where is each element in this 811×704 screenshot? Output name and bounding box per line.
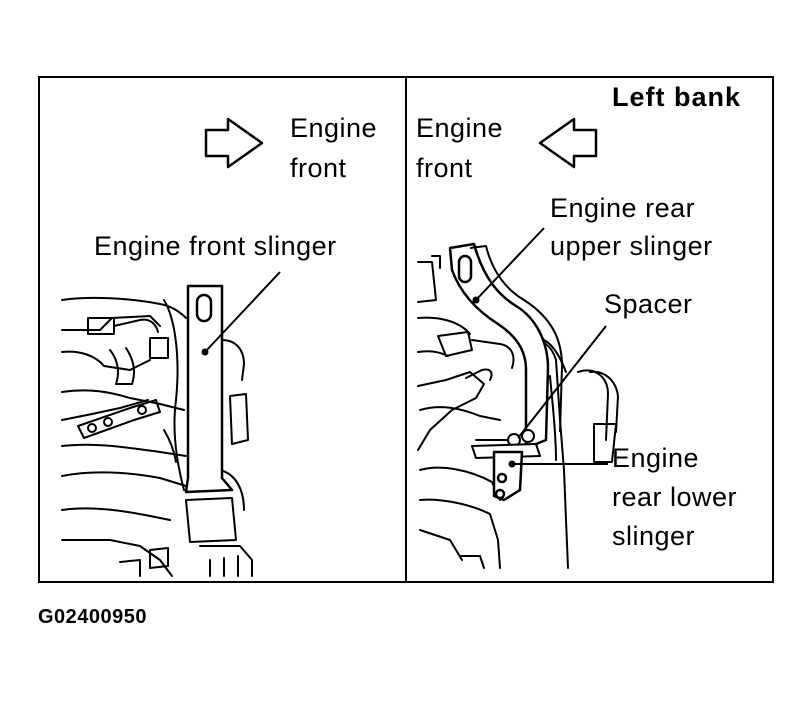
engine-rear-lower-slinger-part [492,450,524,502]
lower-slinger-label-line1: Engine [612,443,700,473]
figure-code: G02400950 [38,606,148,628]
engine-front-slinger-part [184,284,234,494]
slinger-callout-line [204,271,281,353]
panel-title: Left bank [612,82,742,112]
lower-slinger-label-line3: slinger [612,521,696,551]
right-direction-line1: Engine [416,113,504,143]
right-engine-sketch [417,255,619,569]
left-direction-line2: front [290,153,347,183]
engine-front-slinger-label: Engine front slinger [94,231,337,261]
spacer-label: Spacer [604,289,693,319]
arrow-left-icon [538,117,598,169]
spacer-callout-line [517,325,607,439]
upper-slinger-label-line2: upper slinger [550,231,713,261]
panel-divider [405,76,407,583]
left-engine-sketch [61,296,253,577]
left-direction-line1: Engine [290,113,378,143]
right-direction-line2: front [416,153,473,183]
arrow-right-icon [204,117,264,169]
upper-slinger-label-line1: Engine rear [550,193,696,223]
engine-rear-upper-slinger-part [448,242,563,448]
lower-slinger-label-line2: rear lower [612,482,738,512]
upper-slinger-callout-line [475,227,545,301]
